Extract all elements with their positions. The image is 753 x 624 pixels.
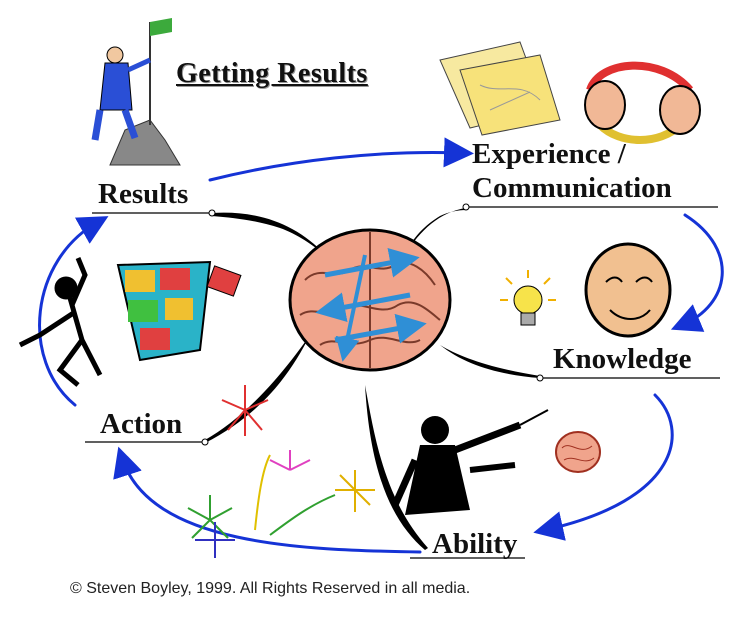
arrow-results-to-experience [208,137,474,182]
copyright-footer: © Steven Boyley, 1999. All Rights Reserv… [70,580,471,597]
lightbulb-icon [500,270,556,326]
small-brain-icon [555,431,601,473]
branch-ability [365,385,428,550]
branch-lines [205,208,540,550]
branch-knowledge [440,345,540,378]
branch-action [205,335,310,443]
cycle-arrows [38,137,724,554]
arrow-action-to-results [38,216,109,407]
two-heads-talking-icon [584,61,701,144]
diagram-title: Getting Results [176,58,368,89]
branch-results [212,212,330,260]
node-knowledge: Knowledge [553,343,692,375]
conductor-icon [391,409,549,515]
node-experience-line2: Communication [472,172,672,204]
label-underlines [85,206,720,559]
node-action: Action [100,408,183,440]
fireworks-icon [187,385,375,558]
node-results: Results [98,178,189,210]
junction-dots [201,203,544,446]
climber-with-flag-icon [91,18,181,166]
brain-with-arrows-icon [288,228,452,372]
arrow-ability-to-action [113,446,422,554]
arrow-knowledge-to-ability [533,393,674,541]
arrow-experience-to-knowledge [670,213,724,332]
dancing-stickman-icon [18,257,103,387]
smiling-face-icon [584,242,672,338]
map-papers-icon [439,41,561,136]
puzzle-icon [116,260,242,362]
node-ability: Ability [432,528,518,560]
node-experience-line1: Experience / [472,138,626,170]
